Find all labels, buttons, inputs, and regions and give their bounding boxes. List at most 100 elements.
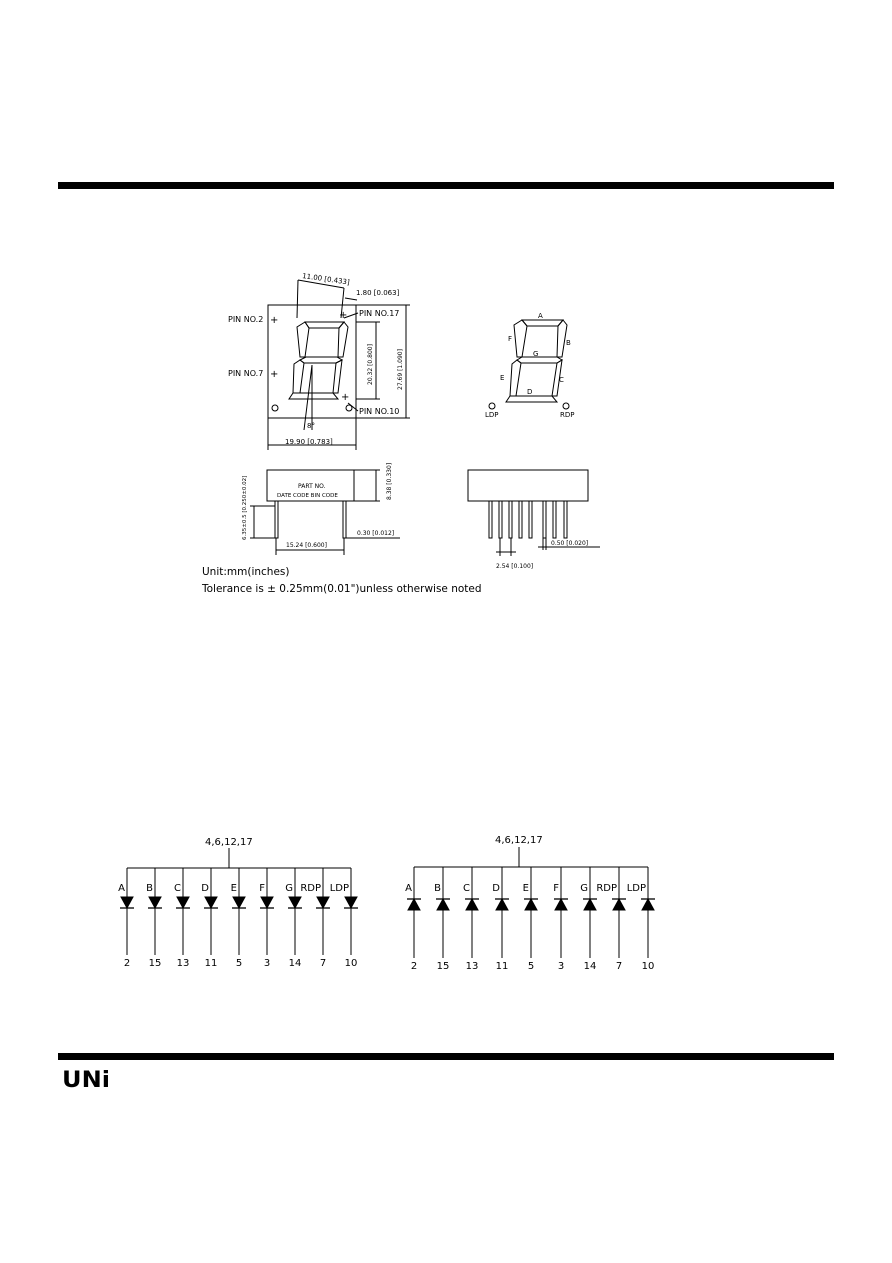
bottom-pin-6: [542, 500, 547, 539]
bottom-pin-2: [498, 500, 503, 539]
dim-top-ext-right: [340, 287, 345, 319]
uni-logo-text: UNi: [62, 1068, 110, 1090]
pin-7-label: PIN NO.7: [228, 369, 263, 378]
segment-label: C: [463, 883, 470, 894]
segment-label: E: [523, 883, 529, 894]
bottom-pin-7: [552, 500, 557, 539]
pin-number: 15: [437, 961, 450, 972]
segment-label: F: [259, 883, 265, 894]
front-seg-c: [332, 359, 343, 394]
front-ldp-dot: [271, 404, 279, 412]
map-label-e: E: [500, 374, 504, 382]
pin-number: 7: [320, 958, 326, 969]
pin-2-label: PIN NO.2: [228, 315, 263, 324]
pin-number: 3: [264, 958, 270, 969]
circuit-left-common: 4,6,12,17: [205, 837, 253, 848]
pin10-leader: [347, 402, 359, 412]
tolerance-note: Tolerance is ± 0.25mm(0.01")unless other…: [201, 583, 482, 595]
front-seg-g: [299, 356, 344, 364]
map-rdp-label: RDP: [560, 411, 574, 419]
diode-symbol: [554, 897, 568, 911]
map-seg-g: [516, 356, 563, 364]
bottom-pitch-text: 2.54 [0.100]: [496, 563, 533, 570]
dim-top-ext-left: [296, 279, 299, 319]
dim-top-line: [297, 279, 345, 289]
pin-number: 13: [177, 958, 190, 969]
circuit-right-common: 4,6,12,17: [495, 835, 543, 846]
diode-symbol: [436, 897, 450, 911]
bottom-view: [467, 469, 600, 556]
pin17-leader: [343, 312, 359, 319]
side-view: [250, 469, 400, 555]
bottom-pin-3: [508, 500, 513, 539]
diode-symbol: [524, 897, 538, 911]
front-rdp-dot: [345, 404, 353, 412]
pin-number: 11: [496, 961, 509, 972]
map-ldp-dot: [488, 402, 496, 410]
map-rdp-dot: [562, 402, 570, 410]
pin-17-label: PIN NO.17: [359, 309, 399, 318]
slant-angle-text: 8°: [307, 422, 315, 430]
segment-label: A: [405, 883, 412, 894]
pin-number: 13: [466, 961, 479, 972]
segment-label: F: [553, 883, 559, 894]
slant-line: [303, 364, 313, 431]
dim-total-height-text: 27.69 [1.090]: [397, 349, 404, 390]
diode-symbol: [344, 896, 358, 910]
segment-label: B: [146, 883, 153, 894]
front-seg-f: [296, 321, 310, 358]
pin-number: 10: [345, 958, 358, 969]
bottom-pin-8: [563, 500, 568, 539]
pin-number: 7: [616, 961, 622, 972]
map-ldp-label: LDP: [485, 411, 499, 419]
bottom-pin-1: [488, 500, 493, 539]
segment-label: D: [201, 883, 209, 894]
pin-number: 2: [124, 958, 130, 969]
pin-number: 3: [558, 961, 564, 972]
side-dim-height-text: 8.38 [0.330]: [386, 463, 393, 500]
pin-number: 14: [584, 961, 597, 972]
segment-map: [488, 319, 570, 410]
map-seg-d: [505, 395, 559, 403]
side-pin-length-text: 6.35±0.5 [0.250±0.02]: [242, 476, 248, 540]
pin-number: 10: [642, 961, 655, 972]
diode-symbol: [316, 896, 330, 910]
segment-label: RDP: [300, 883, 321, 894]
diode-symbol: [148, 896, 162, 910]
diode-symbol: [176, 896, 190, 910]
uni-logo: UNi: [62, 1068, 110, 1090]
side-part-no: PART NO.: [298, 483, 326, 490]
segment-label: E: [231, 883, 237, 894]
bottom-body: [467, 469, 589, 502]
segment-label: A: [118, 883, 125, 894]
map-label-d: D: [527, 388, 532, 396]
dim-seg-width-text: 1.80 [0.063]: [356, 289, 400, 297]
diode-symbol: [641, 897, 655, 911]
map-label-f: F: [508, 335, 512, 343]
unit-note: Unit:mm(inches): [202, 566, 290, 578]
diode-symbol: [204, 896, 218, 910]
bottom-width-text: 0.50 [0.020]: [551, 540, 588, 547]
map-label-b: B: [566, 339, 571, 347]
side-thickness-text: 0.30 [0.012]: [357, 530, 394, 537]
segment-label: G: [285, 883, 293, 894]
diode-symbol: [232, 896, 246, 910]
front-view: [267, 279, 410, 450]
side-spacing-text: 15.24 [0.600]: [286, 542, 327, 549]
segment-label: C: [174, 883, 181, 894]
front-seg-b: [337, 321, 349, 358]
front-seg-a: [304, 321, 346, 329]
segment-label: LDP: [627, 883, 646, 894]
pin-number: 14: [289, 958, 302, 969]
map-seg-a: [520, 319, 565, 327]
segment-label: LDP: [330, 883, 349, 894]
footer-rule: [58, 1053, 834, 1060]
pin-17-plus: +: [339, 310, 347, 321]
diode-symbol: [495, 897, 509, 911]
segment-label: B: [434, 883, 441, 894]
pin-number: 15: [149, 958, 162, 969]
header-rule: [58, 182, 834, 189]
